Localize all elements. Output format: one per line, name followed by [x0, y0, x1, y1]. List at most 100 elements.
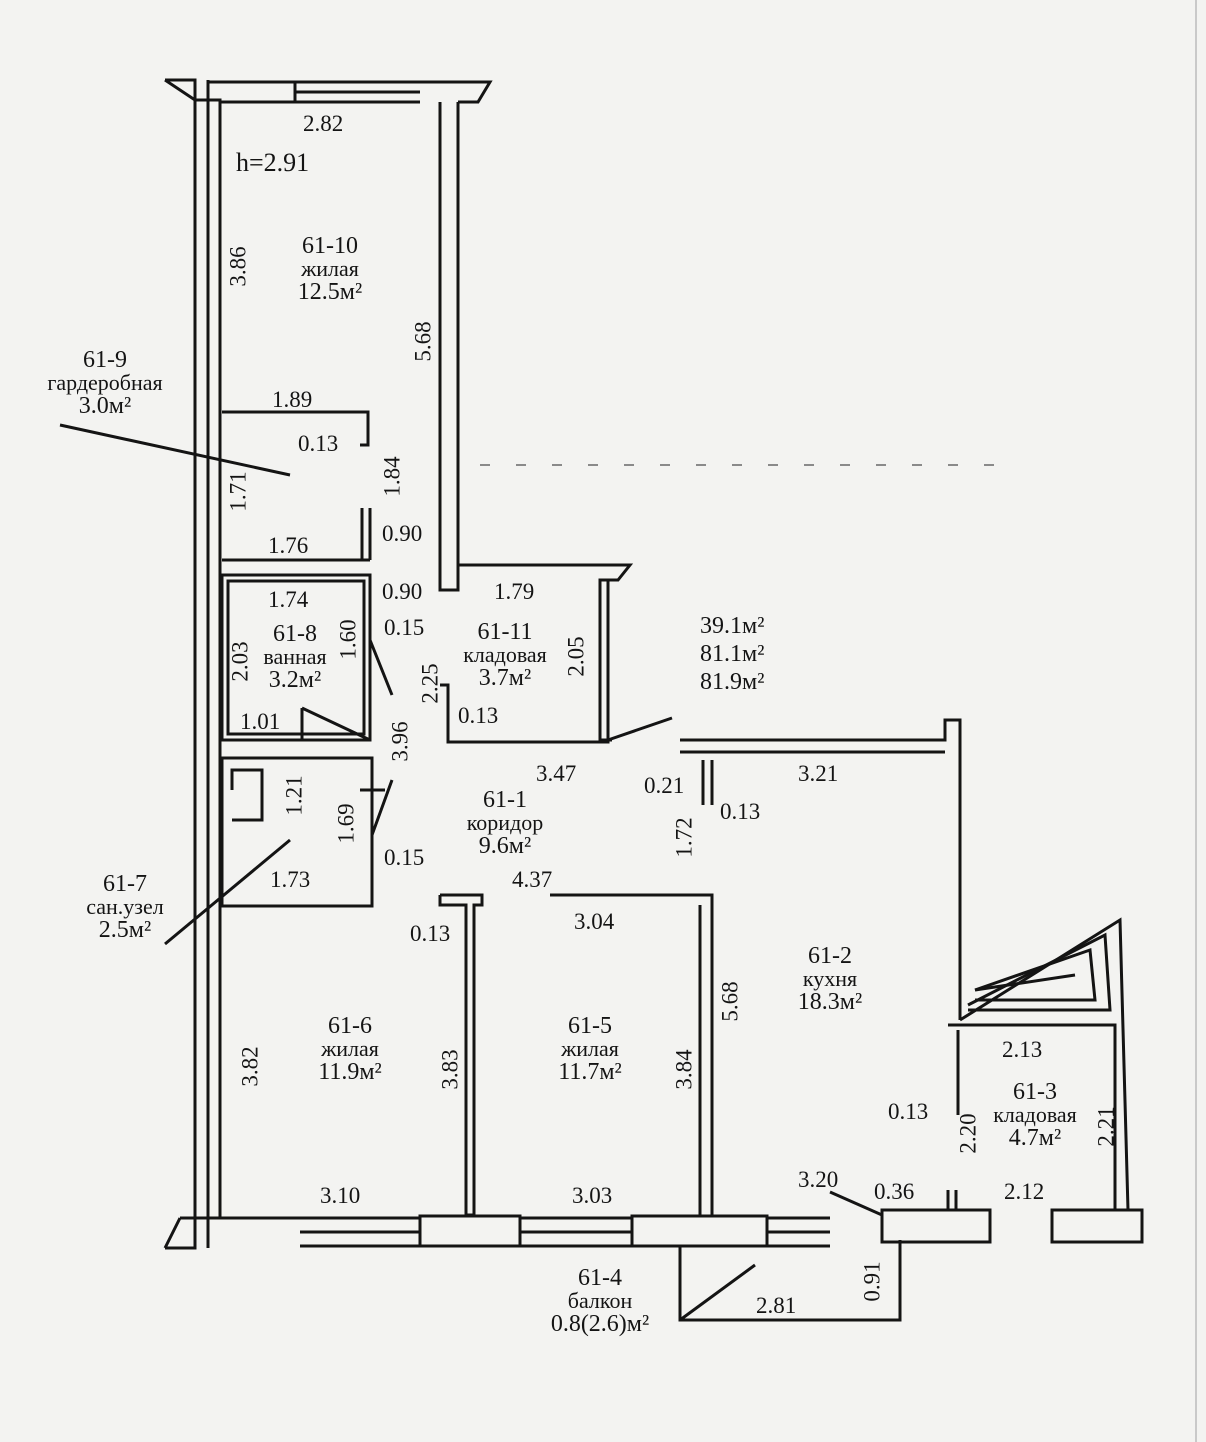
dim-label: 3.04 — [574, 909, 615, 934]
room-name: балкон — [567, 1288, 633, 1313]
dim-label: 3.10 — [320, 1183, 361, 1208]
room-61-8-label: 61-8 ванная 3.2м² — [250, 622, 340, 692]
room-number: 61-1 — [483, 787, 527, 813]
toilet-shaft — [230, 768, 264, 822]
dim-label: 0.15 — [384, 845, 425, 870]
dim-label-vertical: 2.05 — [563, 636, 589, 677]
room-number: 61-3 — [1013, 1079, 1057, 1105]
room-area: 3.2м² — [268, 667, 322, 693]
room-61-9-label: 61-9 гардеробная 3.0м² — [20, 348, 190, 418]
dim-label: 1.76 — [268, 533, 309, 558]
room-number: 61-9 — [83, 347, 127, 373]
room-number: 61-7 — [103, 871, 147, 897]
pier-2 — [630, 1214, 769, 1248]
wall-top-left — [164, 78, 222, 1218]
room-name: кухня — [802, 966, 858, 991]
room-name: жилая — [321, 1036, 379, 1061]
leader-totals — [607, 716, 673, 742]
room-area: 12.5м² — [297, 279, 363, 305]
dim-label-vertical: 1.21 — [281, 775, 307, 816]
dim-label: 0.21 — [644, 773, 685, 798]
wall-room10-right — [438, 102, 460, 592]
dim-label: 3.20 — [798, 1167, 839, 1192]
totals-block: 39.1м² 81.1м² 81.9м² — [700, 614, 764, 694]
dim-label: 2.81 — [756, 1293, 797, 1318]
dim-label: 0.13 — [888, 1099, 929, 1124]
room-area: 9.6м² — [478, 833, 532, 859]
dim-label-vertical: 3.83 — [437, 1049, 463, 1090]
room-61-3-label: 61-3 кладовая 4.7м² — [980, 1080, 1090, 1150]
room-name: сан.узел — [86, 894, 164, 919]
room-number: 61-4 — [578, 1265, 622, 1291]
room-number: 61-10 — [302, 233, 358, 259]
bathroom-box-inner — [226, 579, 366, 736]
stair-inner-2 — [974, 947, 1097, 1002]
dim-label-vertical: 2.25 — [417, 663, 443, 704]
room-name: ванная — [263, 644, 327, 669]
total-area-with-balcony: 81.9м² — [700, 669, 765, 695]
room-61-4-label: 61-4 балкон 0.8(2.6)м² — [530, 1266, 670, 1336]
room-number: 61-6 — [328, 1013, 372, 1039]
leader-room7 — [164, 838, 291, 946]
bathroom-box — [220, 573, 372, 742]
living-area-total: 39.1м² — [700, 613, 765, 639]
dim-label: 0.13 — [458, 703, 499, 728]
leader-room9 — [59, 423, 291, 477]
dim-label: 0.90 — [382, 521, 423, 546]
dim-label-vertical: 5.68 — [717, 981, 743, 1022]
room-area: 11.9м² — [318, 1059, 382, 1085]
leader-room8 — [368, 639, 394, 696]
dim-label: 0.13 — [298, 431, 339, 456]
leader-320 — [829, 1190, 883, 1217]
balcony-outline — [678, 1240, 902, 1322]
dim-label: 0.13 — [410, 921, 451, 946]
storage3-walls — [948, 1023, 1117, 1210]
room5-right-wall — [550, 893, 714, 1215]
pier-1 — [418, 1214, 522, 1248]
room-name: жилая — [301, 256, 359, 281]
room-61-10-label: 61-10 жилая 12.5м² — [280, 234, 380, 304]
room-name: кладовая — [993, 1102, 1077, 1127]
dim-label-vertical: 1.71 — [225, 471, 251, 512]
wall-top-right — [420, 80, 493, 104]
room-area: 18.3м² — [797, 989, 863, 1015]
total-area: 81.1м² — [700, 641, 765, 667]
room-61-1-label: 61-1 коридор 9.6м² — [455, 788, 555, 858]
room-name: гардеробная — [47, 370, 163, 395]
room-61-7-label: 61-7 сан.узел 2.5м² — [70, 872, 180, 942]
dim-label: 3.21 — [798, 761, 839, 786]
dim-label-vertical: 1.60 — [335, 619, 361, 660]
dim-label: 1.89 — [272, 387, 313, 412]
wall-wardrobe-top — [222, 410, 370, 447]
pier-3 — [880, 1208, 992, 1244]
dim-label-vertical: 2.03 — [227, 641, 253, 682]
dim-label: 2.82 — [303, 111, 344, 136]
dim-label: 0.90 — [382, 579, 423, 604]
dim-label: 0.13 — [720, 799, 761, 824]
room-name: коридор — [466, 810, 544, 835]
room-number: 61-5 — [568, 1013, 612, 1039]
bathtub-mark — [300, 706, 371, 742]
dim-label: 2.13 — [1002, 1037, 1043, 1062]
dim-label: 1.79 — [494, 579, 535, 604]
room-name: кладовая — [463, 642, 547, 667]
dim-label-vertical: 1.84 — [379, 456, 405, 497]
leader-toilet — [370, 779, 394, 836]
room-area: 3.0м² — [78, 393, 132, 419]
ceiling-height: h=2.91 — [236, 148, 310, 177]
dim-label: 1.74 — [268, 587, 309, 612]
room-area: 4.7м² — [1008, 1125, 1062, 1151]
leader-room4 — [679, 1263, 756, 1322]
bottom-left-corner — [163, 1217, 182, 1249]
room-area: 3.7м² — [478, 665, 532, 691]
dim-label: 1.01 — [240, 709, 281, 734]
dim-label: 4.37 — [512, 867, 553, 892]
dim-label-vertical: 1.69 — [333, 803, 359, 844]
dim-label: 1.73 — [270, 867, 311, 892]
dim-label-vertical: 0.91 — [859, 1261, 885, 1302]
dim-label-vertical: 2.21 — [1093, 1106, 1119, 1147]
stair-diag — [974, 973, 1076, 992]
wall-top — [208, 80, 297, 104]
